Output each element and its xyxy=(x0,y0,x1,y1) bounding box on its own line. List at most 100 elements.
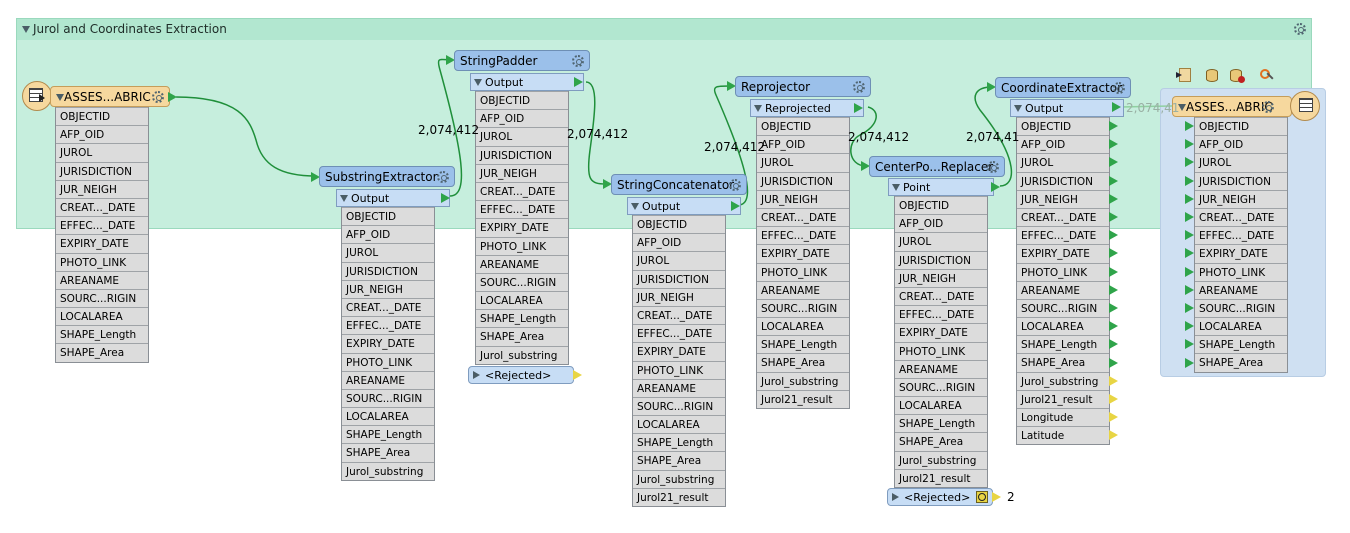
attribute-row[interactable]: JURISDICTION xyxy=(476,145,568,164)
attribute-output-port[interactable] xyxy=(1109,375,1118,386)
concat-input-port[interactable] xyxy=(603,179,612,189)
reader-output-port[interactable] xyxy=(168,92,177,102)
attribute-row[interactable]: SOURC...RIGIN xyxy=(1017,298,1109,317)
attribute-row[interactable]: EXPIRY_DATE xyxy=(1017,244,1109,262)
attribute-row[interactable]: SHAPE_Area xyxy=(757,353,849,371)
gear-icon[interactable] xyxy=(1294,23,1306,35)
gear-icon[interactable] xyxy=(987,161,999,173)
writer-icon[interactable] xyxy=(1290,91,1320,121)
attribute-row[interactable]: SOURC...RIGIN xyxy=(1195,298,1287,317)
attribute-row[interactable]: JUROL xyxy=(895,232,987,250)
attribute-row[interactable]: PHOTO_LINK xyxy=(476,236,568,255)
output-port-header[interactable]: Output xyxy=(1010,99,1124,117)
attribute-row[interactable]: EFFEC..._DATE xyxy=(1017,226,1109,244)
attribute-row[interactable]: AREANAME xyxy=(633,378,725,397)
gear-icon[interactable] xyxy=(572,55,584,67)
gear-icon[interactable] xyxy=(729,179,741,191)
gear-icon[interactable] xyxy=(1113,82,1125,94)
attribute-row[interactable]: Jurol_substring xyxy=(757,371,849,390)
attribute-row[interactable]: JUR_NEIGH xyxy=(1195,189,1287,208)
attribute-row[interactable]: CREAT..._DATE xyxy=(476,181,568,200)
attribute-row[interactable]: JUROL xyxy=(1195,153,1287,171)
attribute-row[interactable]: EFFEC..._DATE xyxy=(633,324,725,342)
attribute-output-port[interactable] xyxy=(1109,157,1118,168)
attribute-row[interactable]: LOCALAREA xyxy=(1017,317,1109,335)
attribute-row[interactable]: JUR_NEIGH xyxy=(1017,189,1109,208)
attribute-row[interactable]: Jurol_substring xyxy=(476,345,568,364)
attribute-row[interactable]: AFP_OID xyxy=(56,125,148,143)
attribute-row[interactable]: AREANAME xyxy=(757,280,849,299)
expand-icon[interactable] xyxy=(473,371,480,379)
attribute-input-port[interactable] xyxy=(1185,193,1194,204)
collapse-icon[interactable] xyxy=(892,184,900,191)
padder-rejected-port[interactable]: <Rejected> xyxy=(468,366,574,384)
attribute-row[interactable]: OBJECTID xyxy=(895,196,987,214)
attribute-row[interactable]: AFP_OID xyxy=(757,135,849,153)
attribute-input-port[interactable] xyxy=(1185,266,1194,277)
collapse-icon[interactable] xyxy=(474,79,482,86)
attribute-row[interactable]: SOURC...RIGIN xyxy=(757,298,849,317)
database-settings-icon[interactable] xyxy=(1228,66,1248,84)
attribute-row[interactable]: OBJECTID xyxy=(757,117,849,135)
attribute-row[interactable]: SHAPE_Area xyxy=(633,451,725,469)
collapse-icon[interactable] xyxy=(631,203,639,210)
output-port-header[interactable]: Reprojected xyxy=(750,99,864,117)
attribute-row[interactable]: SHAPE_Length xyxy=(895,414,987,432)
attribute-output-port[interactable] xyxy=(1109,284,1118,295)
attribute-row[interactable]: AREANAME xyxy=(56,270,148,289)
collapse-icon[interactable] xyxy=(340,195,348,202)
attribute-row[interactable]: CREAT..._DATE xyxy=(757,207,849,226)
feature-caching-icon[interactable] xyxy=(1257,66,1277,84)
attribute-row[interactable]: SHAPE_Length xyxy=(56,325,148,343)
attribute-row[interactable]: SOURC...RIGIN xyxy=(633,396,725,415)
attribute-output-port[interactable] xyxy=(1109,303,1118,313)
attribute-row[interactable]: EFFEC..._DATE xyxy=(476,200,568,218)
attribute-row[interactable]: Jurol21_result xyxy=(1017,389,1109,408)
attribute-input-port[interactable] xyxy=(1185,175,1194,186)
output-port-header[interactable]: Output xyxy=(470,73,584,91)
attribute-output-port[interactable] xyxy=(1109,230,1118,241)
collapse-icon[interactable] xyxy=(56,94,64,101)
attribute-output-port[interactable] xyxy=(1109,339,1118,350)
inspect-rejected-icon[interactable] xyxy=(976,491,988,503)
reprojector-node[interactable]: Reprojector xyxy=(735,76,871,97)
attribute-output-port[interactable] xyxy=(1109,121,1118,131)
attribute-row[interactable]: EFFEC..._DATE xyxy=(1195,226,1287,244)
attribute-row[interactable]: PHOTO_LINK xyxy=(56,252,148,271)
coordinateextractor-node[interactable]: CoordinateExtractor xyxy=(995,77,1131,98)
attribute-row[interactable]: JUR_NEIGH xyxy=(56,179,148,198)
attribute-row[interactable]: AFP_OID xyxy=(1017,135,1109,153)
attribute-row[interactable]: SOURC...RIGIN xyxy=(342,388,434,407)
attribute-row[interactable]: JURISDICTION xyxy=(1017,171,1109,190)
attribute-row[interactable]: SOURC...RIGIN xyxy=(895,377,987,396)
attribute-row[interactable]: SHAPE_Area xyxy=(342,443,434,461)
attribute-output-port[interactable] xyxy=(1109,212,1118,222)
attribute-row[interactable]: Latitude xyxy=(1017,426,1109,444)
expand-icon[interactable] xyxy=(892,493,899,501)
attribute-row[interactable]: EFFEC..._DATE xyxy=(757,226,849,244)
attribute-row[interactable]: SHAPE_Area xyxy=(56,343,148,361)
attribute-output-port[interactable] xyxy=(1109,175,1118,186)
attribute-row[interactable]: CREAT..._DATE xyxy=(56,197,148,216)
attribute-row[interactable]: AREANAME xyxy=(1017,280,1109,299)
center-rejected-port[interactable]: <Rejected> xyxy=(887,488,993,506)
padder-input-port[interactable] xyxy=(446,55,455,65)
bookmark-header[interactable]: Jurol and Coordinates Extraction xyxy=(17,19,1311,40)
attribute-row[interactable]: SHAPE_Length xyxy=(476,309,568,327)
attribute-row[interactable]: EFFEC..._DATE xyxy=(56,216,148,234)
attribute-row[interactable]: Jurol21_result xyxy=(633,487,725,506)
attribute-output-port[interactable] xyxy=(1109,266,1118,277)
reprojector-input-port[interactable] xyxy=(727,81,736,91)
attribute-row[interactable]: OBJECTID xyxy=(56,107,148,125)
padder-output-port[interactable] xyxy=(574,77,583,87)
attribute-row[interactable]: JUROL xyxy=(757,153,849,171)
attribute-row[interactable]: CREAT..._DATE xyxy=(895,286,987,305)
substring-output-port[interactable] xyxy=(441,193,450,203)
attribute-row[interactable]: OBJECTID xyxy=(633,215,725,233)
collapse-icon[interactable] xyxy=(1178,104,1186,111)
attribute-row[interactable]: PHOTO_LINK xyxy=(633,360,725,379)
attribute-row[interactable]: AFP_OID xyxy=(342,225,434,243)
attribute-row[interactable]: CREAT..._DATE xyxy=(1017,207,1109,226)
inspect-icon[interactable] xyxy=(1176,66,1196,84)
attribute-row[interactable]: SHAPE_Area xyxy=(1195,353,1287,371)
